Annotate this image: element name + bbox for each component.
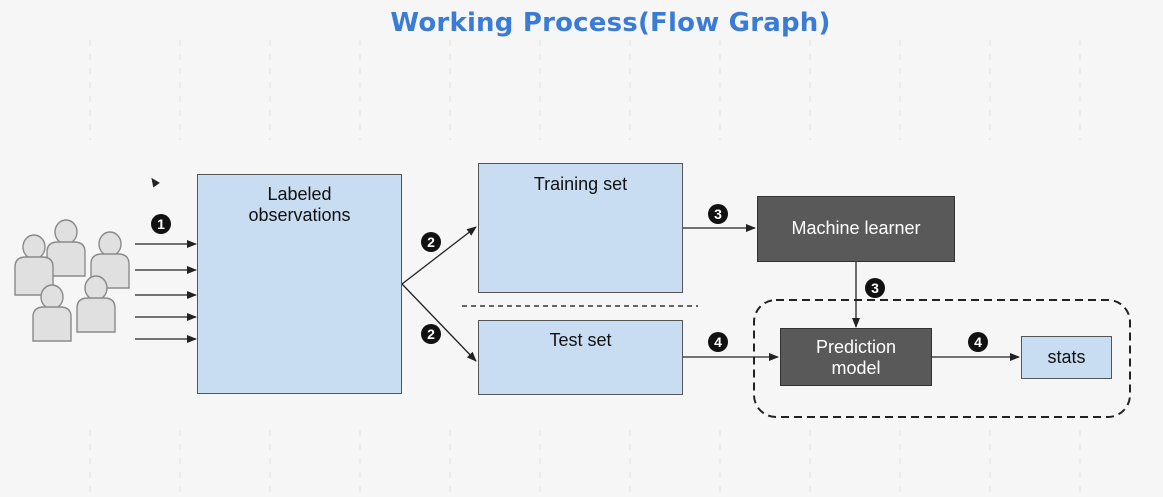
step-badge-2a-label: 2: [427, 234, 435, 250]
arrow-to-training-set: [401, 226, 477, 285]
evaluation-container: [753, 299, 1131, 418]
step-badge-3a: 3: [708, 204, 728, 224]
step-badge-3b: 3: [865, 278, 885, 298]
test-set-box: Test set: [478, 320, 683, 395]
slide-title: Working Process(Flow Graph): [390, 8, 831, 38]
people-icon: [14, 219, 130, 342]
step-badge-1: 1: [151, 214, 171, 234]
machine-learner-box: Machine learner: [757, 196, 955, 262]
step-badge-2b-label: 2: [427, 326, 435, 342]
prediction-model-box: Prediction model: [780, 328, 932, 386]
arrow-to-test-set: [401, 283, 477, 362]
test-set-label: Test set: [549, 330, 612, 350]
machine-learner-label: Machine learner: [791, 218, 921, 238]
labeled-observations-box: Labeled observations: [197, 174, 402, 394]
prediction-model-line1: Prediction: [815, 337, 897, 357]
training-set-label: Training set: [533, 174, 628, 194]
step-badge-2b: 2: [421, 324, 441, 344]
step-badge-2a: 2: [421, 232, 441, 252]
labeled-observations-line2: observations: [248, 205, 351, 225]
step-badge-1-label: 1: [157, 216, 165, 232]
prediction-model-line2: model: [831, 358, 881, 378]
stats-box: stats: [1021, 336, 1112, 379]
input-arrows: [135, 240, 197, 343]
step-badge-4a-label: 4: [714, 334, 722, 350]
step-badge-3a-label: 3: [714, 206, 722, 222]
background-grid: [89, 40, 1081, 495]
step-badge-4b-label: 4: [974, 334, 982, 350]
step-badge-4a: 4: [708, 332, 728, 352]
step-badge-4b: 4: [968, 332, 988, 352]
training-set-box: Training set: [478, 163, 683, 293]
labeled-observations-line1: Labeled: [267, 184, 332, 204]
stats-label: stats: [1047, 347, 1086, 367]
step-badge-3b-label: 3: [871, 280, 879, 296]
